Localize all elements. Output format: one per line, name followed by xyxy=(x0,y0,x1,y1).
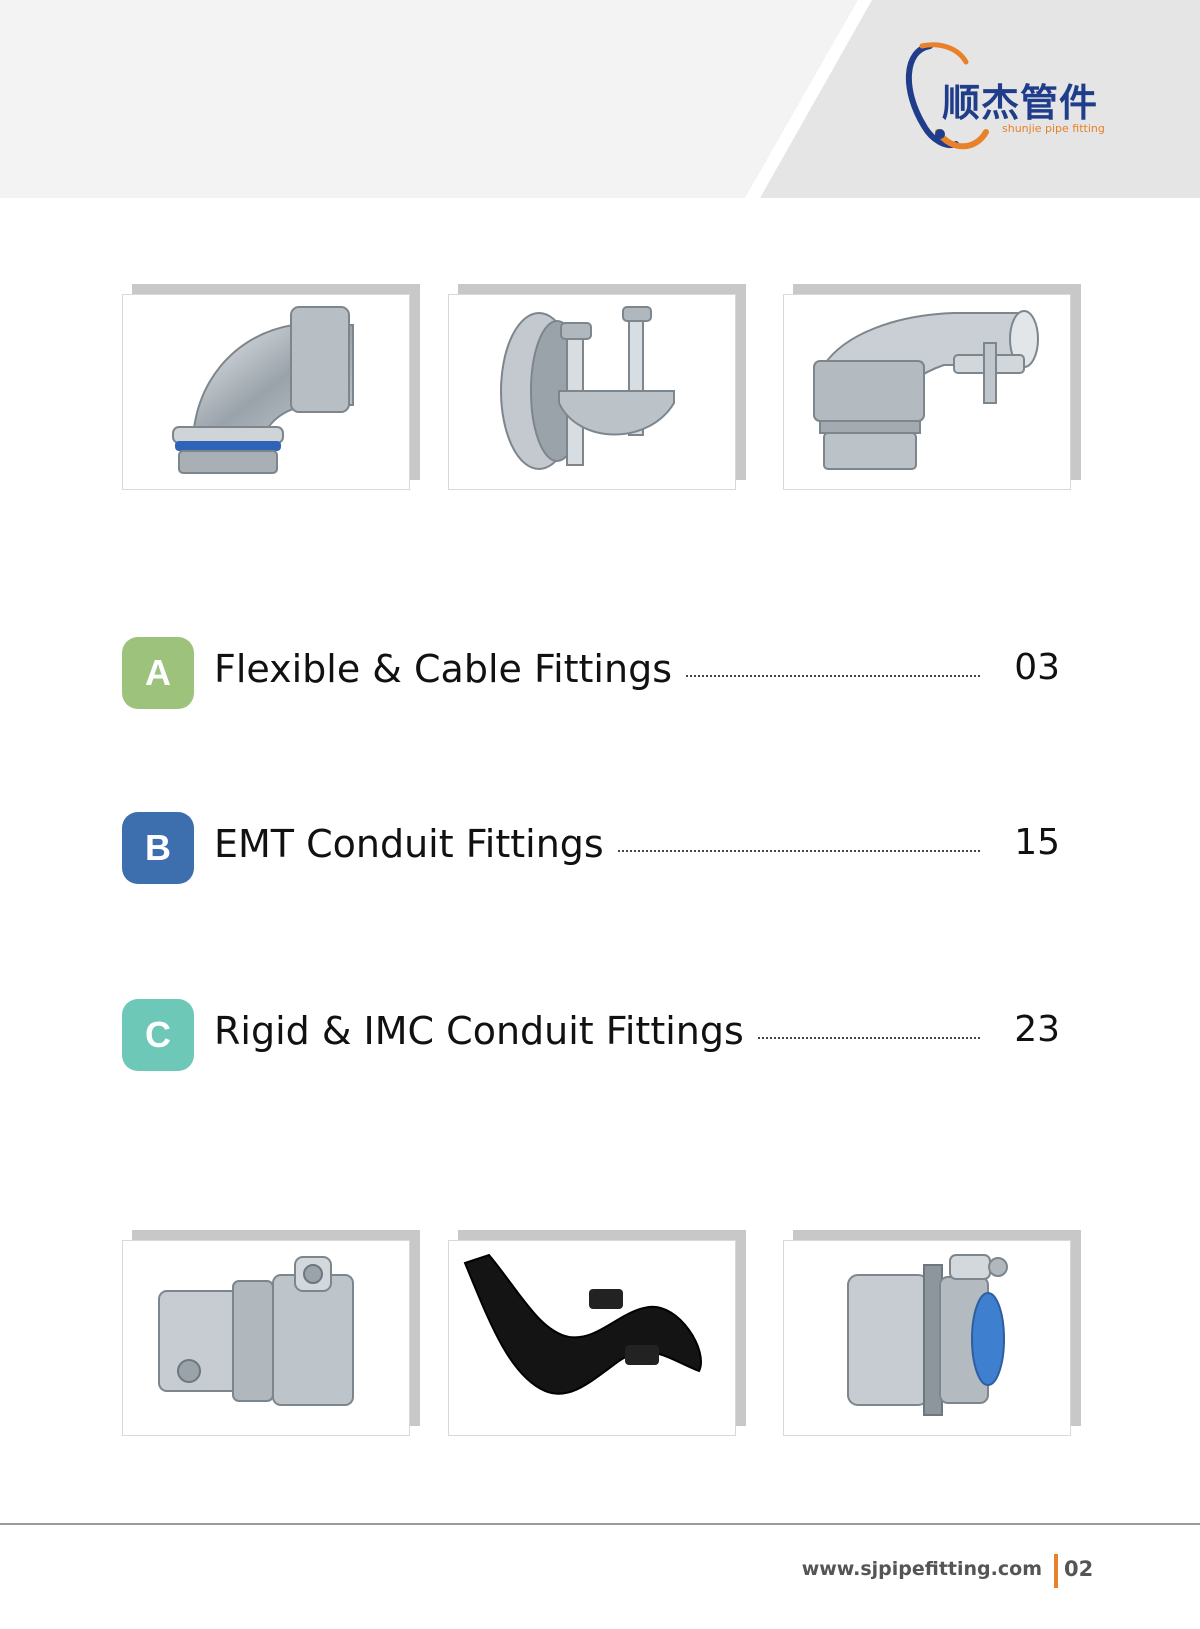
section-badge-b: B xyxy=(122,812,194,884)
set-screw-coupling-image xyxy=(158,1256,354,1406)
section-badge-a: A xyxy=(122,637,194,709)
header-band: 顺杰管件 shunjie pipe fitting xyxy=(0,0,1200,198)
brand-logo: 顺杰管件 shunjie pipe fitting xyxy=(900,40,1130,160)
elbow-connector-image xyxy=(172,306,354,474)
photo-top-3 xyxy=(783,284,1081,490)
logo-swoosh-icon xyxy=(905,42,989,150)
toc-title: EMT Conduit Fittings xyxy=(214,822,616,866)
toc-item-emt[interactable]: B EMT Conduit Fittings 15 xyxy=(122,812,1060,884)
hub-fitting-image xyxy=(847,1254,1008,1416)
brand-name-en: shunjie pipe fitting xyxy=(1002,122,1105,135)
photo-bottom-1 xyxy=(122,1230,420,1436)
footer-website-link[interactable]: www.sjpipefitting.com xyxy=(801,1558,1042,1580)
cable-clamp-image xyxy=(500,306,675,470)
brand-name-cn: 顺杰管件 xyxy=(942,81,1099,125)
photo-top-2 xyxy=(448,284,746,490)
photo-top-1 xyxy=(122,284,420,490)
toc-item-flexible[interactable]: A Flexible & Cable Fittings 03 xyxy=(122,637,1060,709)
section-badge-c: C xyxy=(122,999,194,1071)
toc-item-rigid[interactable]: C Rigid & IMC Conduit Fittings 23 xyxy=(122,999,1060,1071)
toc-page-number: 23 xyxy=(1014,1009,1060,1050)
toc-title: Flexible & Cable Fittings xyxy=(214,647,684,691)
footer-accent-bar xyxy=(1054,1554,1058,1588)
toc-title: Rigid & IMC Conduit Fittings xyxy=(214,1009,756,1053)
header-background xyxy=(0,0,1200,198)
black-strap-image xyxy=(463,1253,702,1395)
photo-bottom-2 xyxy=(448,1230,746,1436)
toc-page-number: 03 xyxy=(1014,647,1060,688)
toc-page-number: 15 xyxy=(1014,822,1060,863)
photo-bottom-3 xyxy=(783,1230,1081,1436)
footer-divider xyxy=(0,1523,1200,1525)
squeeze-connector-image xyxy=(813,310,1039,470)
footer-page-number: 02 xyxy=(1064,1557,1094,1581)
